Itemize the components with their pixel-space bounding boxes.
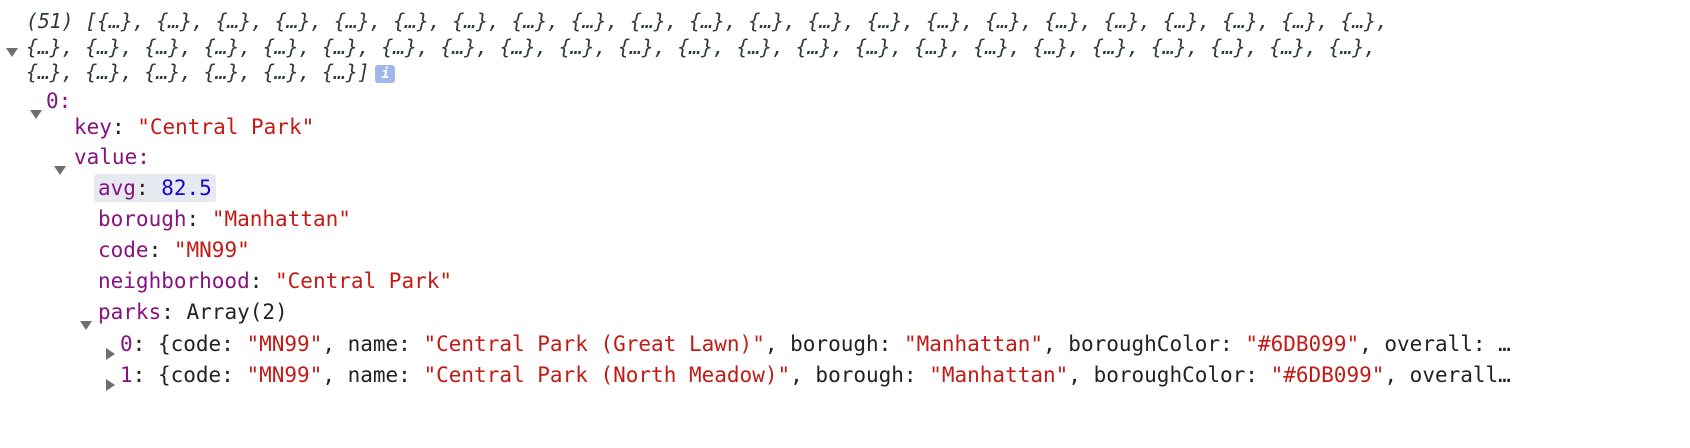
property-value: "Central Park" bbox=[275, 269, 453, 293]
name-value: "Central Park (Great Lawn)" bbox=[423, 332, 765, 356]
object-open: {code: bbox=[157, 363, 247, 387]
park-item-1[interactable]: 1: {code: "MN99", name: "Central Park (N… bbox=[106, 360, 1511, 391]
info-icon[interactable]: i bbox=[375, 64, 396, 83]
expand-toggle-icon[interactable] bbox=[30, 97, 42, 127]
property-name: parks bbox=[98, 300, 162, 324]
borough-key: , borough: bbox=[764, 332, 904, 356]
item-index: 1 bbox=[120, 363, 133, 387]
array-summary-line-1: (51) [{…}, {…}, {…}, {…}, {…}, {…}, {…},… bbox=[26, 9, 1388, 33]
viewport-clip bbox=[0, 432, 1690, 448]
property-value: Array(2) bbox=[186, 300, 288, 324]
borough-color-value: "#6DB099" bbox=[1245, 332, 1360, 356]
property-value: 82.5 bbox=[161, 176, 212, 200]
property-value: "Central Park" bbox=[137, 115, 315, 139]
property-name: avg bbox=[98, 176, 136, 200]
property-name: code bbox=[98, 238, 149, 262]
tree-item-0[interactable]: 0: bbox=[30, 86, 72, 119]
array-summary-line-3: {…}, {…}, {…}, {…}, {…}, {…}] i bbox=[26, 60, 396, 84]
truncated-tail: , overall… bbox=[1384, 363, 1511, 387]
object-open: {code: bbox=[157, 332, 247, 356]
code-value: "MN99" bbox=[246, 332, 323, 356]
expand-toggle-icon[interactable] bbox=[54, 153, 66, 183]
property-value: "MN99" bbox=[173, 238, 250, 262]
park-item-0[interactable]: 0: {code: "MN99", name: "Central Park (G… bbox=[106, 329, 1511, 360]
borough-value: "Manhattan" bbox=[929, 363, 1069, 387]
property-name: neighborhood bbox=[98, 269, 250, 293]
borough-color-key: , boroughColor: bbox=[1043, 332, 1246, 356]
property-borough: borough: "Manhattan" bbox=[98, 207, 351, 231]
array-summary-line-3-text: {…}, {…}, {…}, {…}, {…}, {…}] bbox=[26, 60, 370, 84]
collapsed-toggle-icon[interactable] bbox=[106, 369, 115, 399]
code-value: "MN99" bbox=[246, 363, 323, 387]
property-name: borough bbox=[98, 207, 187, 231]
item-index-label: 0: bbox=[46, 89, 72, 113]
name-key: , name: bbox=[322, 332, 424, 356]
expand-toggle-icon[interactable] bbox=[80, 308, 92, 338]
name-value: "Central Park (North Meadow)" bbox=[423, 363, 791, 387]
highlighted-row: avg: 82.5 bbox=[94, 174, 216, 202]
property-avg: avg: 82.5 bbox=[94, 173, 216, 203]
borough-value: "Manhattan" bbox=[903, 332, 1044, 356]
property-value-object[interactable]: value: bbox=[54, 142, 150, 175]
item-index: 0 bbox=[120, 332, 133, 356]
property-name: key bbox=[74, 115, 112, 139]
borough-color-value: "#6DB099" bbox=[1270, 363, 1385, 387]
property-key: key: "Central Park" bbox=[74, 115, 315, 139]
name-key: , name: bbox=[322, 363, 424, 387]
collapsed-toggle-icon[interactable] bbox=[106, 338, 115, 368]
borough-key: , borough: bbox=[790, 363, 930, 387]
property-value: "Manhattan" bbox=[211, 207, 351, 231]
truncated-tail: , overall: … bbox=[1359, 332, 1511, 356]
value-object-label: value: bbox=[74, 145, 150, 169]
borough-color-key: , boroughColor: bbox=[1068, 363, 1271, 387]
array-summary-toggle-icon[interactable] bbox=[6, 38, 18, 62]
property-code: code: "MN99" bbox=[98, 238, 250, 262]
property-neighborhood: neighborhood: "Central Park" bbox=[98, 269, 453, 293]
array-summary-line-2: {…}, {…}, {…}, {…}, {…}, {…}, {…}, {…}, … bbox=[26, 35, 1376, 59]
property-parks[interactable]: parks: Array(2) bbox=[80, 297, 288, 330]
